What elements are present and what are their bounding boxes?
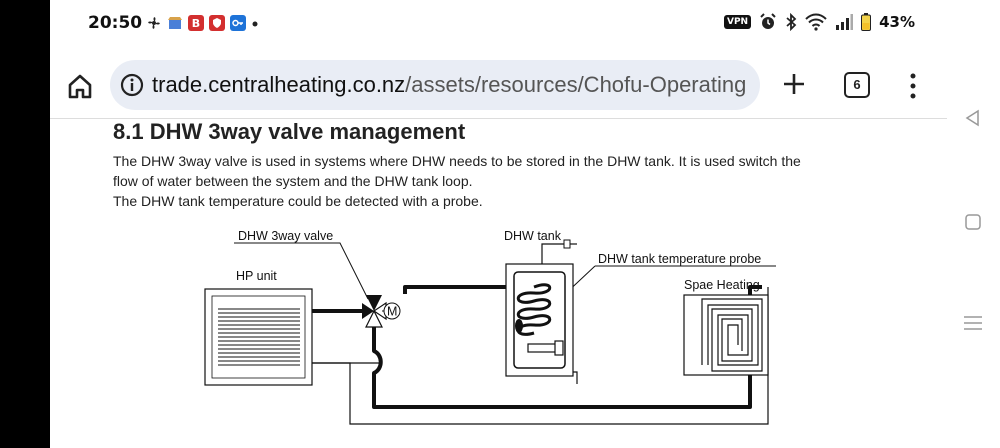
dhw-valve-diagram: DHW 3way valve DHW tank DHW tank tempera… bbox=[204, 229, 776, 425]
address-bar[interactable]: trade.centralheating.co.nz/assets/resour… bbox=[110, 60, 760, 110]
three-way-valve: M bbox=[362, 295, 401, 328]
android-nav-bar bbox=[947, 0, 1000, 448]
fan-icon bbox=[148, 17, 160, 29]
label-tank: DHW tank bbox=[504, 229, 562, 243]
url-path: /assets/resources/Chofu-Operating bbox=[405, 72, 747, 97]
more-menu-icon[interactable] bbox=[908, 72, 918, 100]
recents-nav-icon[interactable] bbox=[962, 313, 984, 333]
shield-icon bbox=[209, 15, 225, 31]
notification-dot-icon bbox=[252, 21, 258, 27]
info-icon[interactable] bbox=[120, 73, 144, 97]
paragraph-line-2: flow of water between the system and the… bbox=[113, 173, 473, 189]
pdf-page: 8.1 DHW 3way valve management The DHW 3w… bbox=[50, 118, 947, 448]
battery-percent: 43% bbox=[879, 13, 915, 31]
browser-toolbar: trade.centralheating.co.nz/assets/resour… bbox=[50, 56, 947, 114]
section-title: 8.1 DHW 3way valve management bbox=[113, 119, 466, 144]
label-valve: DHW 3way valve bbox=[238, 229, 333, 243]
back-nav-icon[interactable] bbox=[963, 108, 983, 128]
status-right: VPN bbox=[724, 13, 915, 31]
store-icon bbox=[168, 17, 182, 29]
tab-switcher-button[interactable]: 6 bbox=[844, 72, 870, 98]
motor-label: M bbox=[387, 305, 397, 319]
new-tab-icon[interactable] bbox=[780, 70, 808, 98]
url-text[interactable]: trade.centralheating.co.nz/assets/resour… bbox=[152, 72, 746, 98]
vpn-badge: VPN bbox=[724, 15, 752, 29]
key-icon bbox=[230, 15, 246, 31]
hp-unit bbox=[204, 288, 313, 386]
label-probe: DHW tank temperature probe bbox=[598, 252, 761, 266]
notification-icons: B bbox=[146, 15, 259, 31]
alarm-icon bbox=[760, 13, 776, 29]
b-app-icon: B bbox=[188, 15, 204, 31]
space-heating-coil bbox=[683, 294, 769, 376]
battery-icon bbox=[861, 13, 872, 31]
bluetooth-icon bbox=[786, 13, 797, 31]
label-heating: Spae Heating bbox=[684, 278, 760, 292]
home-icon[interactable] bbox=[66, 72, 94, 100]
url-host: trade.centralheating.co.nz bbox=[152, 72, 406, 97]
paragraph-line-1: The DHW 3way valve is used in systems wh… bbox=[113, 153, 801, 169]
wifi-icon bbox=[805, 13, 827, 31]
label-hp-unit: HP unit bbox=[236, 269, 277, 283]
dhw-tank bbox=[505, 239, 577, 377]
phone-screen: 20:50 B VPN bbox=[50, 0, 947, 448]
paragraph-line-3: The DHW tank temperature could be detect… bbox=[113, 193, 483, 209]
status-time: 20:50 bbox=[88, 13, 143, 33]
status-bar: 20:50 B VPN bbox=[50, 0, 947, 50]
home-nav-icon[interactable] bbox=[963, 212, 983, 232]
signal-icon bbox=[836, 14, 854, 30]
